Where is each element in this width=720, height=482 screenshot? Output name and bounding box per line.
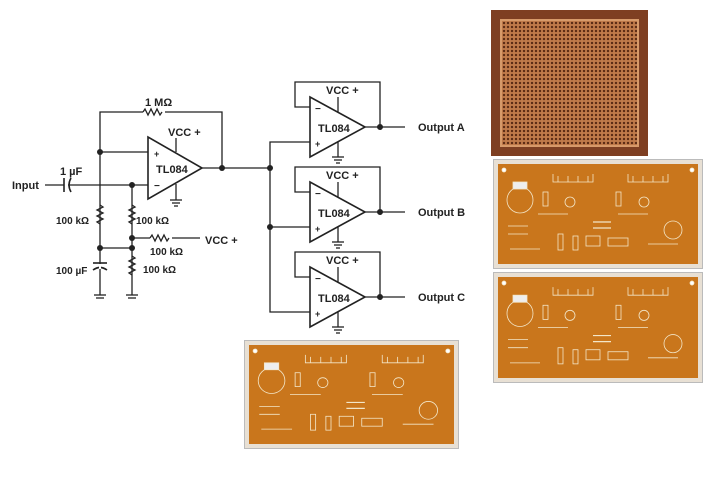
bias-resistor-4 [127, 255, 137, 276]
feedback-resistor-label: 1 MΩ [145, 97, 172, 109]
opamp-buffer-b: − + TL084 VCC + Output B [294, 166, 465, 249]
perfboard-photo [491, 10, 648, 156]
ground-icon [170, 199, 182, 207]
input-label: Input [12, 180, 39, 192]
svg-text:100 kΩ: 100 kΩ [143, 265, 176, 276]
input-capacitor-label: 1 µF [60, 166, 83, 178]
svg-text:VCC +: VCC + [326, 85, 359, 97]
svg-text:−: − [315, 189, 321, 200]
pcb-photo-3 [245, 341, 458, 448]
svg-text:−: − [154, 181, 160, 192]
circuit-schematic: Input 1 µF 1 MΩ + − TL084 VCC + 100 kΩ 1… [12, 81, 465, 334]
svg-text:+: + [315, 139, 320, 149]
svg-text:VCC +: VCC + [205, 235, 238, 247]
bias-resistor-2 [127, 204, 137, 225]
svg-text:TL084: TL084 [318, 208, 351, 220]
svg-text:TL084: TL084 [318, 293, 351, 305]
svg-text:VCC +: VCC + [326, 170, 359, 182]
opamp-input [147, 135, 204, 201]
output-b-label: Output B [418, 207, 465, 219]
bias-resistor-1 [95, 204, 105, 225]
svg-text:TL084: TL084 [156, 164, 189, 176]
ground-icon [94, 294, 106, 299]
svg-text:100 kΩ: 100 kΩ [56, 216, 89, 227]
svg-text:+: + [315, 224, 320, 234]
svg-text:100 kΩ: 100 kΩ [136, 216, 169, 227]
pcb-photo-2 [494, 273, 702, 382]
svg-text:+: + [315, 309, 320, 319]
opamp-buffer-a: − + TL084 VCC + Output A [294, 81, 465, 164]
svg-text:100 µF: 100 µF [56, 266, 87, 277]
output-c-label: Output C [418, 292, 465, 304]
svg-text:−: − [315, 274, 321, 285]
svg-text:100 kΩ: 100 kΩ [150, 247, 183, 258]
pcb-photo-1 [494, 160, 702, 268]
svg-text:−: − [315, 104, 321, 115]
svg-text:VCC +: VCC + [326, 255, 359, 267]
output-a-label: Output A [418, 122, 465, 134]
feedback-resistor [142, 107, 163, 117]
svg-text:TL084: TL084 [318, 123, 351, 135]
svg-text:+: + [154, 149, 159, 159]
opamp-buffer-c: − + TL084 VCC + Output C [294, 251, 465, 334]
ground-icon [126, 294, 138, 299]
svg-text:VCC +: VCC + [168, 127, 201, 139]
bias-resistor-3 [149, 233, 170, 243]
